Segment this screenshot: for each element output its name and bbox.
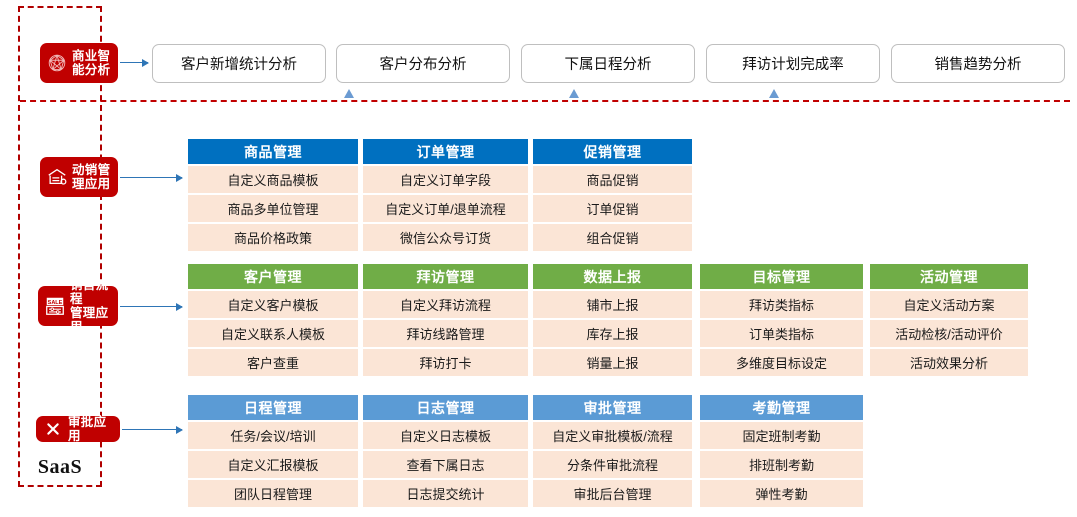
analysis-button-customer-growth[interactable]: 客户新增统计分析 [152, 44, 326, 83]
card-order-management[interactable]: 订单管理 自定义订单字段 自定义订单/退单流程 微信公众号订货 [363, 139, 528, 251]
up-arrow-marker-2 [569, 89, 579, 98]
card-title: 活动管理 [870, 264, 1028, 289]
saas-label: SaaS [37, 455, 83, 478]
sidebar-item-label: 商业智 能分析 [72, 49, 111, 77]
up-arrow-marker-1 [344, 89, 354, 98]
card-title: 日程管理 [188, 395, 358, 420]
card-item[interactable]: 订单促销 [533, 195, 692, 222]
card-item[interactable]: 拜访线路管理 [363, 320, 528, 347]
card-item[interactable]: 活动检核/活动评价 [870, 320, 1028, 347]
analysis-button-visit-plan-rate[interactable]: 拜访计划完成率 [706, 44, 880, 83]
sidebar-item-sales-drive-app[interactable]: 动销管 理应用 [40, 157, 118, 197]
card-item[interactable]: 自定义汇报模板 [188, 451, 358, 478]
card-item[interactable]: 组合促销 [533, 224, 692, 251]
sidebar-item-label: 审批应用 [68, 415, 107, 443]
card-title: 数据上报 [533, 264, 692, 289]
card-item[interactable]: 排班制考勤 [700, 451, 863, 478]
card-title: 考勤管理 [700, 395, 863, 420]
connector-arrow-1 [120, 59, 149, 67]
connector-arrow-3 [120, 303, 183, 311]
card-title: 客户管理 [188, 264, 358, 289]
card-title: 日志管理 [363, 395, 528, 420]
card-item[interactable]: 自定义订单字段 [363, 166, 528, 193]
card-log-management[interactable]: 日志管理 自定义日志模板 查看下属日志 日志提交统计 [363, 395, 528, 507]
card-item[interactable]: 自定义拜访流程 [363, 291, 528, 318]
card-item[interactable]: 审批后台管理 [533, 480, 692, 507]
card-item[interactable]: 自定义联系人模板 [188, 320, 358, 347]
sale-board-icon: SALE [43, 294, 67, 318]
card-item[interactable]: 自定义客户模板 [188, 291, 358, 318]
card-item[interactable]: 客户查重 [188, 349, 358, 376]
sidebar-item-bi-analysis[interactable]: 商业智 能分析 [40, 43, 118, 83]
card-item[interactable]: 销量上报 [533, 349, 692, 376]
sidebar-item-approval-app[interactable]: 审批应用 [36, 415, 120, 443]
card-item[interactable]: 自定义审批模板/流程 [533, 422, 692, 449]
card-item[interactable]: 自定义活动方案 [870, 291, 1028, 318]
card-data-report[interactable]: 数据上报 铺市上报 库存上报 销量上报 [533, 264, 692, 376]
analysis-button-customer-distribution[interactable]: 客户分布分析 [336, 44, 510, 83]
card-customer-management[interactable]: 客户管理 自定义客户模板 自定义联系人模板 客户查重 [188, 264, 358, 376]
card-product-management[interactable]: 商品管理 自定义商品模板 商品多单位管理 商品价格政策 [188, 139, 358, 251]
up-arrow-marker-3 [769, 89, 779, 98]
card-item[interactable]: 订单类指标 [700, 320, 863, 347]
card-schedule-management[interactable]: 日程管理 任务/会议/培训 自定义汇报模板 团队日程管理 [188, 395, 358, 507]
card-title: 商品管理 [188, 139, 358, 164]
cross-mark-icon [41, 417, 65, 441]
sidebar-item-sales-process-app[interactable]: SALE 销售流程 管理应用 [38, 278, 118, 334]
card-item[interactable]: 商品价格政策 [188, 224, 358, 251]
card-item[interactable]: 拜访类指标 [700, 291, 863, 318]
card-attendance-management[interactable]: 考勤管理 固定班制考勤 排班制考勤 弹性考勤 [700, 395, 863, 507]
store-house-icon [45, 165, 69, 189]
analysis-button-sales-trend[interactable]: 销售趋势分析 [891, 44, 1065, 83]
horizontal-dashed-separator [20, 100, 1070, 102]
svg-text:SALE: SALE [48, 300, 63, 306]
card-item[interactable]: 库存上报 [533, 320, 692, 347]
card-item[interactable]: 铺市上报 [533, 291, 692, 318]
network-graph-icon [45, 51, 69, 75]
card-item[interactable]: 多维度目标设定 [700, 349, 863, 376]
card-title: 审批管理 [533, 395, 692, 420]
card-item[interactable]: 拜访打卡 [363, 349, 528, 376]
card-title: 促销管理 [533, 139, 692, 164]
card-item[interactable]: 自定义商品模板 [188, 166, 358, 193]
card-approval-management[interactable]: 审批管理 自定义审批模板/流程 分条件审批流程 审批后台管理 [533, 395, 692, 507]
card-item[interactable]: 分条件审批流程 [533, 451, 692, 478]
card-item[interactable]: 弹性考勤 [700, 480, 863, 507]
card-item[interactable]: 活动效果分析 [870, 349, 1028, 376]
card-item[interactable]: 自定义日志模板 [363, 422, 528, 449]
card-item[interactable]: 商品多单位管理 [188, 195, 358, 222]
connector-arrow-2 [120, 174, 183, 182]
sidebar-item-label: 销售流程 管理应用 [70, 278, 109, 334]
card-item[interactable]: 微信公众号订货 [363, 224, 528, 251]
card-item[interactable]: 团队日程管理 [188, 480, 358, 507]
analysis-button-subordinate-schedule[interactable]: 下属日程分析 [521, 44, 695, 83]
card-promotion-management[interactable]: 促销管理 商品促销 订单促销 组合促销 [533, 139, 692, 251]
saas-dashed-frame [18, 6, 102, 487]
card-item[interactable]: 自定义订单/退单流程 [363, 195, 528, 222]
card-activity-management[interactable]: 活动管理 自定义活动方案 活动检核/活动评价 活动效果分析 [870, 264, 1028, 376]
card-visit-management[interactable]: 拜访管理 自定义拜访流程 拜访线路管理 拜访打卡 [363, 264, 528, 376]
card-item[interactable]: 查看下属日志 [363, 451, 528, 478]
card-title: 目标管理 [700, 264, 863, 289]
sidebar-item-label: 动销管 理应用 [72, 163, 111, 191]
card-item[interactable]: 日志提交统计 [363, 480, 528, 507]
card-item[interactable]: 任务/会议/培训 [188, 422, 358, 449]
card-target-management[interactable]: 目标管理 拜访类指标 订单类指标 多维度目标设定 [700, 264, 863, 376]
card-title: 拜访管理 [363, 264, 528, 289]
connector-arrow-4 [122, 426, 183, 434]
card-item[interactable]: 商品促销 [533, 166, 692, 193]
card-item[interactable]: 固定班制考勤 [700, 422, 863, 449]
card-title: 订单管理 [363, 139, 528, 164]
